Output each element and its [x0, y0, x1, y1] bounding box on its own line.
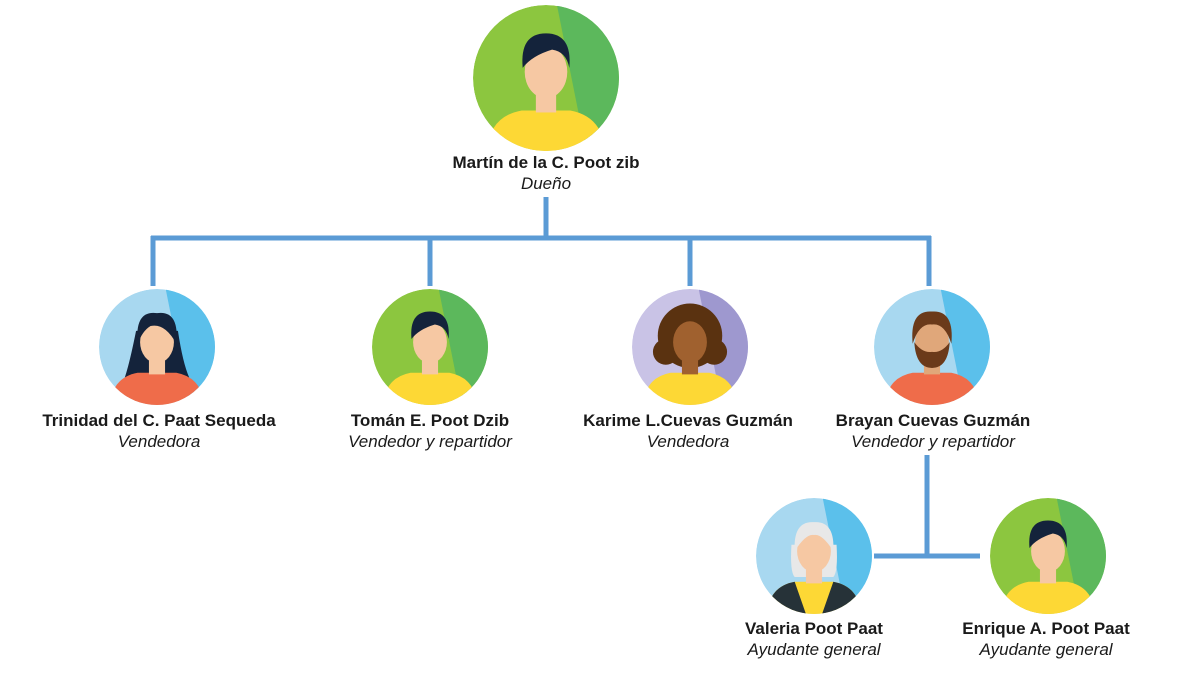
owner-card: Martín de la C. Poot zib Dueño: [406, 152, 686, 194]
staff-card: Tomán E. Poot Dzib Vendedor y repartidor: [290, 410, 570, 452]
man-short-hair-icon: [372, 289, 488, 405]
staff-card: Brayan Cuevas Guzmán Vendedor y repartid…: [793, 410, 1073, 452]
staff-name: Tomán E. Poot Dzib: [350, 411, 510, 430]
helper-role: Ayudante general: [747, 640, 881, 659]
connector-lines: [150, 197, 980, 559]
helper-name: Valeria Poot Paat: [745, 619, 883, 638]
man-short-hair-icon: [473, 5, 619, 151]
helper-role: Ayudante general: [979, 640, 1113, 659]
staff-name: Karime L.Cuevas Guzmán: [583, 411, 793, 430]
staff-card: Karime L.Cuevas Guzmán Vendedora: [548, 410, 828, 452]
helper-card: Valeria Poot Paat Ayudante general: [674, 618, 954, 660]
staff-role: Vendedor y repartidor: [348, 432, 512, 451]
staff-name: Brayan Cuevas Guzmán: [835, 411, 1031, 430]
owner-role: Dueño: [520, 174, 572, 193]
staff-role: Vendedora: [646, 432, 730, 451]
staff-role: Vendedor y repartidor: [851, 432, 1015, 451]
man-short-hair-icon: [990, 498, 1106, 614]
owner-name: Martín de la C. Poot zib: [452, 153, 640, 172]
woman-long-hair-icon: [99, 289, 215, 405]
helper-name: Enrique A. Poot Paat: [962, 619, 1130, 638]
helper-card: Enrique A. Poot Paat Ayudante general: [906, 618, 1186, 660]
woman-curly-hair-icon: [632, 289, 748, 405]
staff-name: Trinidad del C. Paat Sequeda: [42, 411, 276, 430]
man-beard-icon: [874, 289, 990, 405]
staff-role: Vendedora: [117, 432, 201, 451]
staff-card: Trinidad del C. Paat Sequeda Vendedora: [19, 410, 299, 452]
woman-gray-hair-icon: [756, 498, 872, 614]
